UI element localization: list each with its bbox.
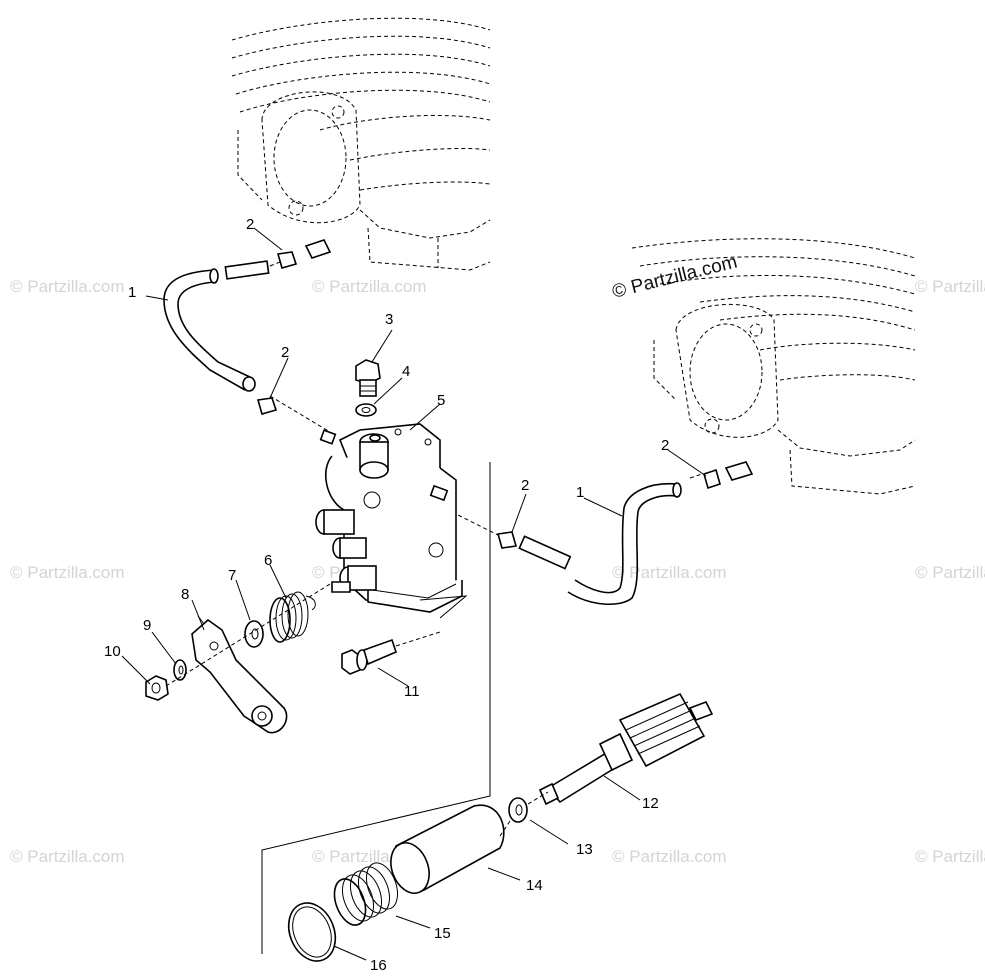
- callout-1: 1: [128, 284, 136, 301]
- clamp-top-right: [703, 461, 754, 490]
- oil-line-left: [163, 259, 331, 433]
- watermark-featured: © Partzilla.com: [610, 252, 739, 303]
- callout-labels: 1 2 2 3 4 5 6 7 8 9 10 11 2 1 2 12 13 14…: [104, 216, 669, 974]
- callout-13: 13: [576, 841, 593, 858]
- callout-2: 2: [521, 477, 529, 494]
- callout-10: 10: [104, 643, 121, 660]
- clamp-mid-right: [496, 531, 518, 549]
- flat-washer: [244, 620, 264, 648]
- oil-line-right: [451, 473, 703, 606]
- o-ring: [287, 902, 337, 962]
- leader-lines: [121, 227, 707, 961]
- watermark-text: © Partzilla.com: [312, 277, 427, 296]
- mounting-bolt: [341, 631, 441, 675]
- callout-2: 2: [281, 344, 289, 361]
- return-spring: [269, 591, 316, 643]
- engine-cylinder-right: [631, 238, 916, 495]
- callout-6: 6: [264, 552, 272, 569]
- watermark-text: © Partzilla.com: [10, 847, 125, 866]
- oil-pump-body: [315, 423, 463, 613]
- watermark-text: © Partzilla.com: [612, 563, 727, 582]
- bleed-screw: [355, 359, 381, 397]
- callout-7: 7: [228, 567, 236, 584]
- callout-2: 2: [246, 216, 254, 233]
- watermark-text: © Partzilla.com: [915, 847, 985, 866]
- drive-gear-shaft: [538, 692, 714, 806]
- bushing: [390, 804, 505, 894]
- watermark-text: © Partzilla.com: [612, 847, 727, 866]
- engine-cylinder-left: [231, 17, 491, 271]
- callout-9: 9: [143, 617, 151, 634]
- callout-3: 3: [385, 311, 393, 328]
- callout-1: 1: [576, 484, 584, 501]
- watermark-text: © Partzilla.com: [915, 563, 985, 582]
- callout-8: 8: [181, 586, 189, 603]
- clamp-mid-left: [256, 397, 278, 415]
- oil-seal: [508, 797, 528, 823]
- watermark-text: © Partzilla.com: [915, 277, 985, 296]
- assembly-frame-lines: [261, 462, 549, 954]
- callout-2: 2: [661, 437, 669, 454]
- callout-4: 4: [402, 363, 410, 380]
- lock-washer: [173, 659, 187, 681]
- callout-11: 11: [404, 683, 420, 700]
- callout-5: 5: [437, 392, 445, 409]
- lock-nut: [145, 675, 169, 701]
- callout-15: 15: [434, 925, 451, 942]
- clamp-top-left: [276, 239, 332, 269]
- callout-12: 12: [642, 795, 659, 812]
- control-lever: [191, 615, 288, 734]
- callout-14: 14: [526, 877, 543, 894]
- watermark-text: © Partzilla.com: [10, 563, 125, 582]
- sealing-washer: [355, 403, 377, 417]
- watermark-text: © Partzilla.com: [10, 277, 125, 296]
- callout-16: 16: [370, 957, 387, 974]
- worm-gear: [333, 862, 399, 926]
